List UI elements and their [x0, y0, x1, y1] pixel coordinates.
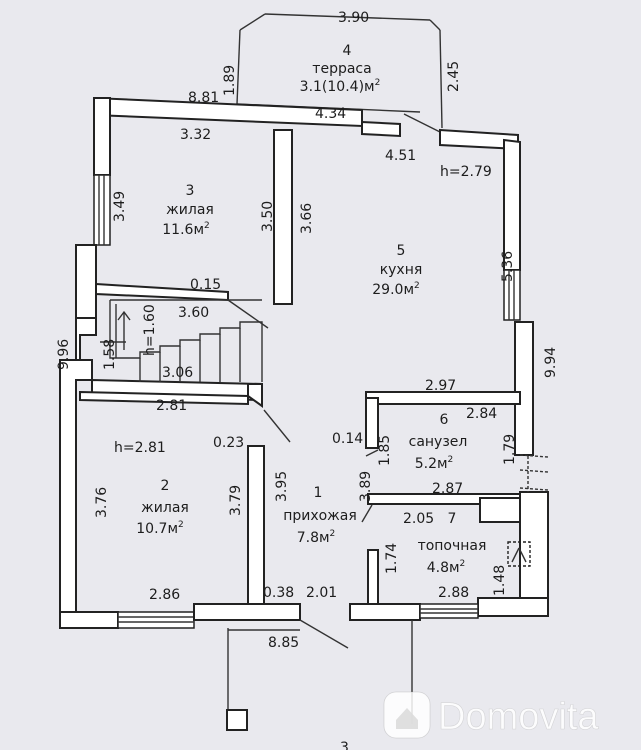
svg-text:29.0м2: 29.0м2 [372, 281, 419, 298]
room-area: 7.8м [297, 530, 330, 546]
room-area: 3.1(10.4)м [300, 79, 375, 95]
room-label-living-3: 3 жилая 11.6м2 [162, 183, 214, 238]
svg-text:4.8м2: 4.8м2 [427, 559, 466, 576]
dim-terrace-top: 3.90 [338, 10, 369, 26]
dim-boiler-left: 1.74 [384, 543, 400, 574]
dim-terrace-bottom: 4.34 [315, 106, 346, 122]
dim-terrace-left: 1.89 [222, 65, 238, 96]
dim-stair-small: 0.15 [190, 277, 221, 293]
dim-hall-small: 0.23 [213, 435, 244, 451]
svg-text:10.7м2: 10.7м2 [136, 520, 183, 537]
dim-bathroom-top: 2.84 [466, 406, 497, 422]
dim-kitchen-bottom: 2.97 [425, 378, 456, 394]
height-living-2: h=2.81 [114, 440, 166, 456]
dim-kitchen-left: 3.66 [299, 203, 315, 234]
dim-cut-bottom: 3 [340, 740, 349, 750]
dim-terrace-right: 2.45 [446, 61, 462, 92]
height-stairs: h=1.60 [142, 304, 158, 356]
room-number: 5 [397, 243, 406, 259]
height-kitchen: h=2.79 [440, 164, 492, 180]
dim-bath-right: 1.79 [502, 434, 518, 465]
room-number: 2 [161, 478, 170, 494]
area-unit-exponent: 2 [460, 559, 466, 569]
dim-bath-left: 1.85 [377, 435, 393, 466]
dim-right-overall: 9.94 [543, 347, 559, 378]
room-name: терраса [312, 61, 371, 77]
room-label-hallway: 1 прихожая 7.8м2 [283, 485, 357, 546]
area-unit-exponent: 2 [178, 520, 184, 530]
room-number: 6 [440, 412, 449, 428]
area-unit-exponent: 2 [448, 455, 454, 465]
svg-text:11.6м2: 11.6м2 [162, 221, 209, 238]
room-name: прихожая [283, 508, 357, 524]
room-area: 29.0м [372, 282, 414, 298]
dim-room3-right: 3.50 [260, 201, 276, 232]
stairs [100, 299, 263, 382]
watermark: Domovita [383, 691, 600, 739]
room-label-kitchen: 5 кухня 29.0м2 [372, 243, 422, 298]
dim-boiler-bottom: 2.88 [438, 585, 469, 601]
dim-hall-bottom: 2.01 [306, 585, 337, 601]
porch [226, 620, 413, 731]
area-unit-exponent: 2 [414, 281, 420, 291]
svg-text:5.2м2: 5.2м2 [415, 455, 454, 472]
dim-kitchen-top: 4.51 [385, 148, 416, 164]
watermark-text: Domovita [438, 696, 599, 738]
dim-kitchen-right: 5.36 [500, 251, 516, 282]
room-area: 5.2м [415, 456, 448, 472]
dimension-labels: 3.90 8.81 4.34 3.32 4.51 0.15 3.60 3.06 … [56, 10, 559, 750]
room-label-boiler: 7 топочная 4.8м2 [418, 511, 487, 576]
boiler-unit-icon [507, 541, 531, 567]
dim-room3-top: 3.32 [180, 127, 211, 143]
dim-boiler-top: 2.87 [432, 481, 463, 497]
room-name: кухня [380, 262, 423, 278]
room-name: жилая [166, 202, 214, 218]
room-number: 3 [186, 183, 195, 199]
room-label-living-2: 2 жилая 10.7м2 [136, 478, 189, 537]
room-name: топочная [418, 538, 487, 554]
area-unit-exponent: 2 [375, 78, 381, 88]
dim-top-left-span: 8.81 [188, 90, 219, 106]
room-number: 4 [343, 43, 352, 59]
area-unit-exponent: 2 [330, 529, 336, 539]
dim-boiler-inner: 2.05 [403, 511, 434, 527]
dim-left-overall: 9.96 [56, 339, 72, 370]
dim-stair-side: 1.58 [102, 339, 118, 370]
dim-bath-small: 0.14 [332, 431, 363, 447]
dim-boiler-right: 1.48 [492, 565, 508, 596]
room-area: 11.6м [162, 222, 204, 238]
dim-bottom-overall: 8.85 [268, 635, 299, 651]
room-number: 1 [314, 485, 323, 501]
room-name: санузел [409, 434, 468, 450]
room-area: 10.7м [136, 521, 178, 537]
room-name: жилая [141, 500, 189, 516]
svg-text:3.1(10.4)м2: 3.1(10.4)м2 [300, 78, 381, 95]
dim-hall-left: 3.95 [274, 471, 290, 502]
dim-room2-bottom: 2.86 [149, 587, 180, 603]
dim-stair-bottom: 3.06 [162, 365, 193, 381]
room-area: 4.8м [427, 560, 460, 576]
right-wall-openings [519, 454, 549, 492]
room-label-bathroom: 6 санузел 5.2м2 [409, 412, 468, 472]
exterior-walls [59, 96, 549, 629]
room-label-terrace: 4 терраса 3.1(10.4)м2 [300, 43, 381, 95]
svg-text:7.8м2: 7.8м2 [297, 529, 336, 546]
dim-room2-left: 3.76 [94, 487, 110, 518]
dim-hall-bottom-small: 0.38 [263, 585, 294, 601]
area-unit-exponent: 2 [204, 221, 210, 231]
door-swings [227, 299, 379, 649]
dim-hall-right: 3.89 [358, 471, 374, 502]
dim-room3-left: 3.49 [112, 191, 128, 222]
interior-walls [79, 129, 521, 605]
dim-room2-right: 3.79 [228, 485, 244, 516]
dim-stair-width: 3.60 [178, 305, 209, 321]
dim-room2-top: 2.81 [156, 398, 187, 414]
room-number: 7 [448, 511, 457, 527]
